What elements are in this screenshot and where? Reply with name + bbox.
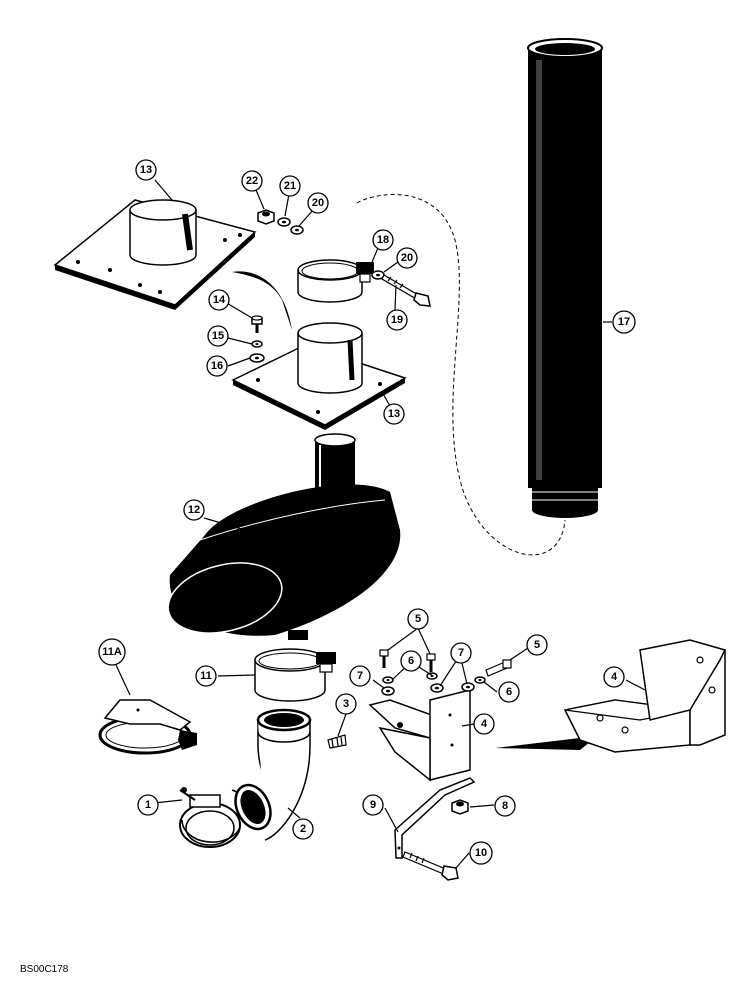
callout-9: 9	[362, 794, 384, 816]
svg-text:4: 4	[481, 718, 488, 730]
svg-text:7: 7	[458, 647, 464, 659]
part-washer-6-left	[382, 676, 394, 684]
svg-text:6: 6	[506, 686, 512, 698]
part-bolt-5-left	[379, 649, 389, 668]
callout-10: 10	[469, 841, 493, 865]
svg-text:8: 8	[502, 800, 508, 812]
callout-7-left: 7	[349, 665, 371, 687]
part-clamp-11a	[98, 699, 197, 755]
callout-5-left: 5	[407, 608, 429, 630]
svg-text:17: 17	[618, 316, 630, 328]
part-bracket-installed	[368, 689, 471, 782]
svg-text:4: 4	[611, 671, 618, 683]
callout-20-upper: 20	[307, 192, 329, 214]
svg-text:7: 7	[357, 670, 363, 682]
callout-4-detail: 4	[603, 666, 625, 688]
svg-text:9: 9	[370, 799, 376, 811]
callout-13-lower: 13	[383, 403, 405, 425]
svg-text:12: 12	[188, 504, 200, 516]
svg-text:10: 10	[475, 847, 487, 859]
svg-text:19: 19	[391, 314, 403, 326]
part-exhaust-stack	[527, 38, 603, 518]
svg-text:13: 13	[140, 164, 152, 176]
callout-22: 22	[241, 170, 263, 192]
callout-15: 15	[207, 325, 229, 347]
callout-7-mid: 7	[450, 642, 472, 664]
assembly-path-line	[356, 194, 566, 556]
callout-8: 8	[494, 795, 516, 817]
part-bolt-19	[381, 274, 431, 307]
svg-text:3: 3	[343, 698, 349, 710]
part-fitting-3	[327, 734, 347, 749]
part-washer-16	[249, 353, 265, 363]
part-lockwasher-15	[251, 340, 263, 348]
callout-11: 11	[195, 665, 217, 687]
part-mounting-plate-upper	[53, 199, 257, 310]
part-bolt-14	[251, 315, 263, 333]
part-bracket-detail	[563, 639, 727, 753]
part-lockwasher-21	[277, 217, 291, 227]
callout-5-right: 5	[526, 634, 548, 656]
part-mounting-plate-lower	[231, 322, 407, 430]
svg-text:11A: 11A	[102, 646, 122, 658]
svg-text:20: 20	[401, 252, 413, 264]
part-clamp-11	[254, 648, 336, 702]
part-nut-8	[451, 799, 469, 815]
part-bolt-5-right	[485, 659, 512, 677]
part-elbow	[231, 708, 312, 841]
svg-text:22: 22	[246, 175, 258, 187]
callout-13-upper: 13	[135, 159, 157, 181]
callout-18: 18	[372, 229, 394, 251]
part-bolt-5-mid	[426, 653, 436, 672]
svg-text:13: 13	[388, 408, 400, 420]
svg-text:2: 2	[300, 823, 306, 835]
assembly-arrow-bracket	[495, 738, 590, 750]
part-washer-7-right	[461, 682, 475, 692]
svg-text:14: 14	[213, 294, 226, 306]
part-clamp-18	[297, 259, 374, 303]
part-washer-6-right	[474, 676, 486, 684]
callout-1: 1	[137, 794, 159, 816]
part-washer-7-left	[381, 686, 395, 696]
figure-code: BS00C178	[20, 964, 69, 975]
callout-14: 14	[208, 289, 230, 311]
svg-text:5: 5	[534, 639, 540, 651]
svg-text:20: 20	[312, 197, 324, 209]
svg-text:5: 5	[415, 613, 421, 625]
part-bolt-10	[402, 851, 459, 881]
part-strap-9	[394, 777, 476, 859]
callout-19: 19	[386, 309, 408, 331]
callout-4-installed: 4	[473, 713, 495, 735]
svg-text:21: 21	[284, 180, 296, 192]
svg-text:1: 1	[145, 799, 151, 811]
svg-text:11: 11	[200, 670, 212, 682]
callout-6-mid: 6	[400, 650, 422, 672]
callout-21: 21	[279, 175, 301, 197]
part-muffler	[167, 433, 401, 640]
svg-text:15: 15	[212, 330, 224, 342]
svg-text:6: 6	[408, 655, 414, 667]
callout-3: 3	[335, 693, 357, 715]
svg-text:18: 18	[377, 234, 389, 246]
part-nut-22	[257, 209, 275, 225]
callout-17: 17	[612, 310, 636, 334]
callout-16: 16	[206, 355, 228, 377]
callout-11a: 11A	[98, 638, 126, 666]
leader-lines	[115, 179, 646, 869]
callout-12: 12	[183, 499, 205, 521]
svg-text:16: 16	[211, 360, 223, 372]
callout-6-right: 6	[498, 681, 520, 703]
callout-20-lower: 20	[396, 247, 418, 269]
part-washer-20-upper	[290, 225, 304, 235]
part-hose-clamp	[179, 787, 241, 848]
callout-2: 2	[292, 818, 314, 840]
